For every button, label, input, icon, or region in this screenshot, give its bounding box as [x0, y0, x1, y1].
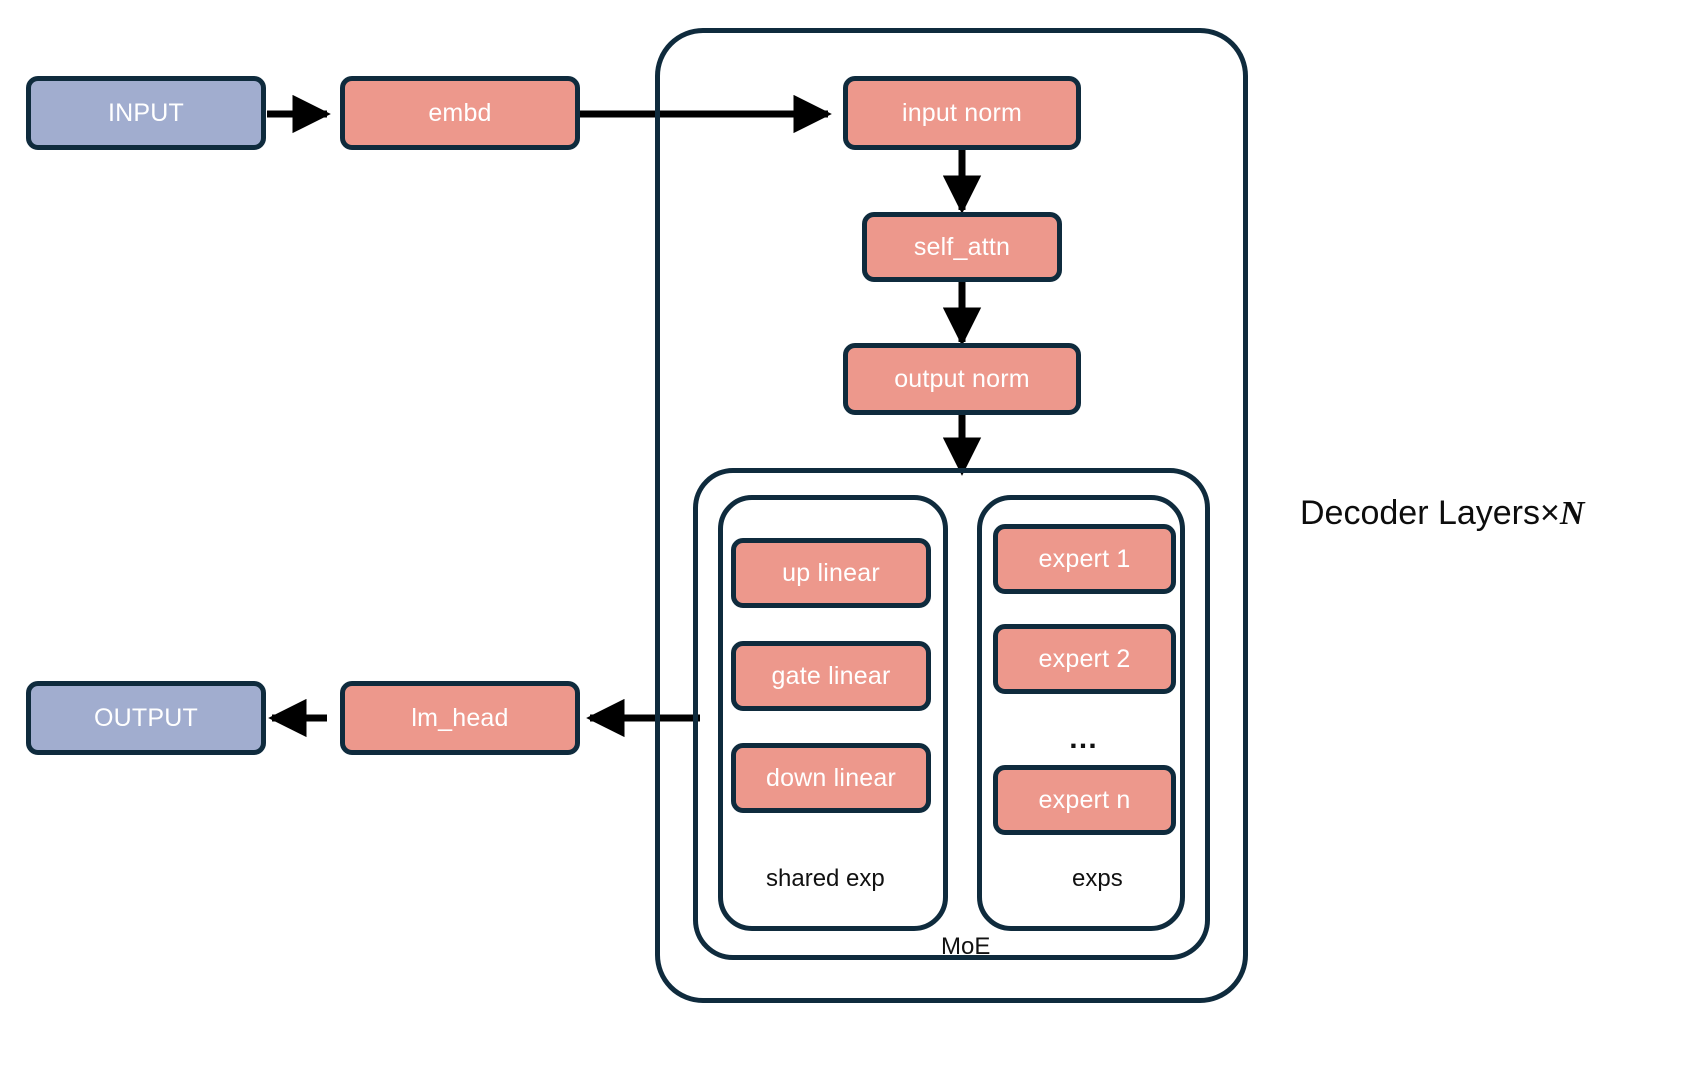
node-down-linear-label: down linear	[765, 763, 897, 792]
node-gate-linear-label: gate linear	[771, 661, 891, 690]
node-self-attn-label: self_attn	[913, 232, 1011, 261]
node-input-norm[interactable]: input norm	[843, 76, 1081, 150]
node-expert-1-label: expert 1	[1038, 544, 1131, 573]
node-self-attn[interactable]: self_attn	[862, 212, 1062, 282]
node-output-norm[interactable]: output norm	[843, 343, 1081, 415]
exps-caption: exps	[1072, 865, 1123, 892]
moe-container	[693, 468, 1210, 960]
node-embd-label: embd	[428, 98, 492, 127]
moe-caption: MoE	[941, 933, 991, 960]
node-output[interactable]: OUTPUT	[26, 681, 266, 755]
node-expert-n-label: expert n	[1038, 785, 1131, 814]
node-up-linear[interactable]: up linear	[731, 538, 931, 608]
shared-exp-group	[718, 495, 948, 931]
decoder-layers-container	[655, 28, 1248, 1003]
node-expert-2-label: expert 2	[1038, 644, 1131, 673]
node-expert-n[interactable]: expert n	[993, 765, 1176, 835]
node-output-norm-label: output norm	[894, 364, 1030, 393]
decoder-layers-caption-prefix: Decoder Layers×	[1300, 494, 1560, 532]
node-input[interactable]: INPUT	[26, 76, 266, 150]
node-lm-head-label: lm_head	[411, 703, 509, 732]
node-embd[interactable]: embd	[340, 76, 580, 150]
node-down-linear[interactable]: down linear	[731, 743, 931, 813]
node-expert-1[interactable]: expert 1	[993, 524, 1176, 594]
node-lm-head[interactable]: lm_head	[340, 681, 580, 755]
node-input-label: INPUT	[108, 98, 184, 127]
node-output-label: OUTPUT	[94, 703, 198, 732]
node-input-norm-label: input norm	[901, 98, 1023, 127]
node-expert-2[interactable]: expert 2	[993, 624, 1176, 694]
exps-group	[977, 495, 1185, 931]
decoder-layers-caption: Decoder Layers×N	[1300, 496, 1584, 531]
node-up-linear-label: up linear	[782, 558, 880, 587]
shared-exp-caption: shared exp	[766, 865, 885, 892]
node-gate-linear[interactable]: gate linear	[731, 641, 931, 711]
experts-ellipsis: …	[1068, 722, 1101, 755]
decoder-layers-caption-variable: N	[1559, 495, 1585, 532]
